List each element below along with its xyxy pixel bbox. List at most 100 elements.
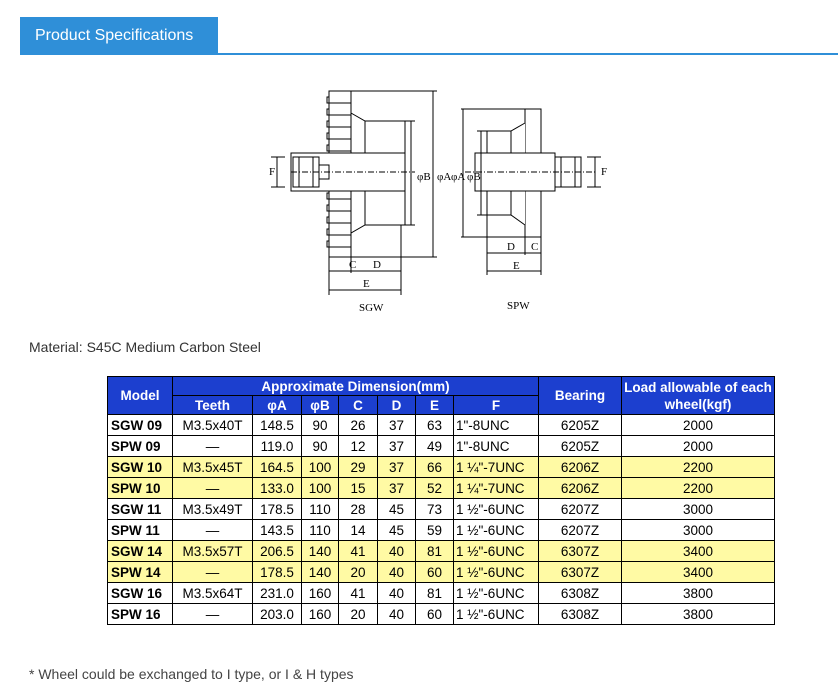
cell-f: 1 ¼"-7UNC [453, 477, 539, 499]
cell-load: 2000 [621, 435, 775, 457]
cell-bearing: 6206Z [538, 456, 622, 478]
cell-f: 1 ½"-6UNC [453, 582, 539, 604]
header-e: E [415, 395, 454, 415]
cell-model: SPW 09 [107, 435, 173, 457]
spw-dim-phi-a: φA [451, 171, 465, 183]
cell-c: 28 [338, 498, 378, 520]
cell-phi-a: 203.0 [252, 603, 302, 625]
cell-d: 37 [377, 456, 416, 478]
cell-f: 1 ½"-6UNC [453, 540, 539, 562]
spw-dim-c: C [531, 241, 538, 253]
cell-bearing: 6206Z [538, 477, 622, 499]
wheel-drawing: C D E F φB φA SGW D C E F φA φB SPW [269, 90, 607, 314]
cell-c: 14 [338, 519, 378, 541]
cell-f: 1 ½"-6UNC [453, 561, 539, 583]
cell-d: 37 [377, 435, 416, 457]
cell-e: 52 [415, 477, 454, 499]
section-tab-bar: Product Specifications [20, 17, 838, 55]
cell-teeth: — [172, 561, 253, 583]
cell-e: 73 [415, 498, 454, 520]
sgw-dim-e: E [363, 278, 370, 290]
cell-model: SPW 11 [107, 519, 173, 541]
cell-load: 3000 [621, 498, 775, 520]
footnote: * Wheel could be exchanged to I type, or… [29, 666, 354, 682]
cell-phi-a: 178.5 [252, 498, 302, 520]
cell-model: SGW 16 [107, 582, 173, 604]
cell-c: 20 [338, 561, 378, 583]
cell-bearing: 6307Z [538, 561, 622, 583]
cell-phi-a: 148.5 [252, 414, 302, 436]
cell-load: 3000 [621, 519, 775, 541]
sgw-dim-c: C [349, 259, 356, 271]
spw-dim-e: E [513, 260, 520, 272]
material-text: Material: S45C Medium Carbon Steel [29, 339, 261, 355]
cell-c: 41 [338, 582, 378, 604]
cell-phi-b: 140 [301, 540, 339, 562]
cell-phi-b: 140 [301, 561, 339, 583]
spw-caption: SPW [507, 300, 530, 312]
cell-f: 1 ¼"-7UNC [453, 456, 539, 478]
cell-d: 45 [377, 519, 416, 541]
cell-d: 37 [377, 477, 416, 499]
cell-phi-b: 160 [301, 603, 339, 625]
cell-e: 81 [415, 540, 454, 562]
spw-dim-phi-b: φB [467, 171, 481, 183]
cell-d: 40 [377, 561, 416, 583]
cell-load: 2200 [621, 456, 775, 478]
cell-teeth: M3.5x49T [172, 498, 253, 520]
cell-teeth: M3.5x45T [172, 456, 253, 478]
cell-f: 1 ½"-6UNC [453, 498, 539, 520]
header-teeth: Teeth [172, 395, 253, 415]
header-c: C [338, 395, 378, 415]
cell-bearing: 6308Z [538, 603, 622, 625]
cell-d: 37 [377, 414, 416, 436]
cell-bearing: 6307Z [538, 540, 622, 562]
cell-e: 63 [415, 414, 454, 436]
spw-dim-d: D [507, 241, 515, 253]
cell-model: SPW 14 [107, 561, 173, 583]
header-d: D [377, 395, 416, 415]
sgw-dim-f: F [269, 166, 275, 178]
cell-d: 40 [377, 540, 416, 562]
header-approx-dimension: Approximate Dimension(mm) [172, 376, 539, 396]
cell-c: 26 [338, 414, 378, 436]
cell-phi-b: 160 [301, 582, 339, 604]
cell-c: 41 [338, 540, 378, 562]
cell-load: 3800 [621, 582, 775, 604]
cell-d: 45 [377, 498, 416, 520]
cell-f: 1"-8UNC [453, 414, 539, 436]
tab-product-specifications[interactable]: Product Specifications [20, 17, 218, 53]
cell-e: 49 [415, 435, 454, 457]
cell-teeth: M3.5x40T [172, 414, 253, 436]
cell-c: 15 [338, 477, 378, 499]
header-bearing: Bearing [538, 376, 622, 415]
sgw-dim-d: D [373, 259, 381, 271]
header-load: Load allowable of each wheel(kgf) [621, 376, 775, 415]
cell-c: 29 [338, 456, 378, 478]
cell-phi-b: 100 [301, 456, 339, 478]
cell-teeth: — [172, 519, 253, 541]
cell-e: 66 [415, 456, 454, 478]
header-f: F [453, 395, 539, 415]
cell-teeth: M3.5x64T [172, 582, 253, 604]
cell-model: SPW 16 [107, 603, 173, 625]
cell-d: 40 [377, 603, 416, 625]
cell-d: 40 [377, 582, 416, 604]
cell-e: 60 [415, 603, 454, 625]
header-model: Model [107, 376, 173, 415]
cell-bearing: 6207Z [538, 519, 622, 541]
cell-e: 60 [415, 561, 454, 583]
sgw-dim-phi-a: φA [437, 171, 451, 183]
cell-load: 2000 [621, 414, 775, 436]
cell-phi-b: 90 [301, 435, 339, 457]
cell-phi-b: 100 [301, 477, 339, 499]
cell-f: 1 ½"-6UNC [453, 519, 539, 541]
cell-phi-a: 178.5 [252, 561, 302, 583]
